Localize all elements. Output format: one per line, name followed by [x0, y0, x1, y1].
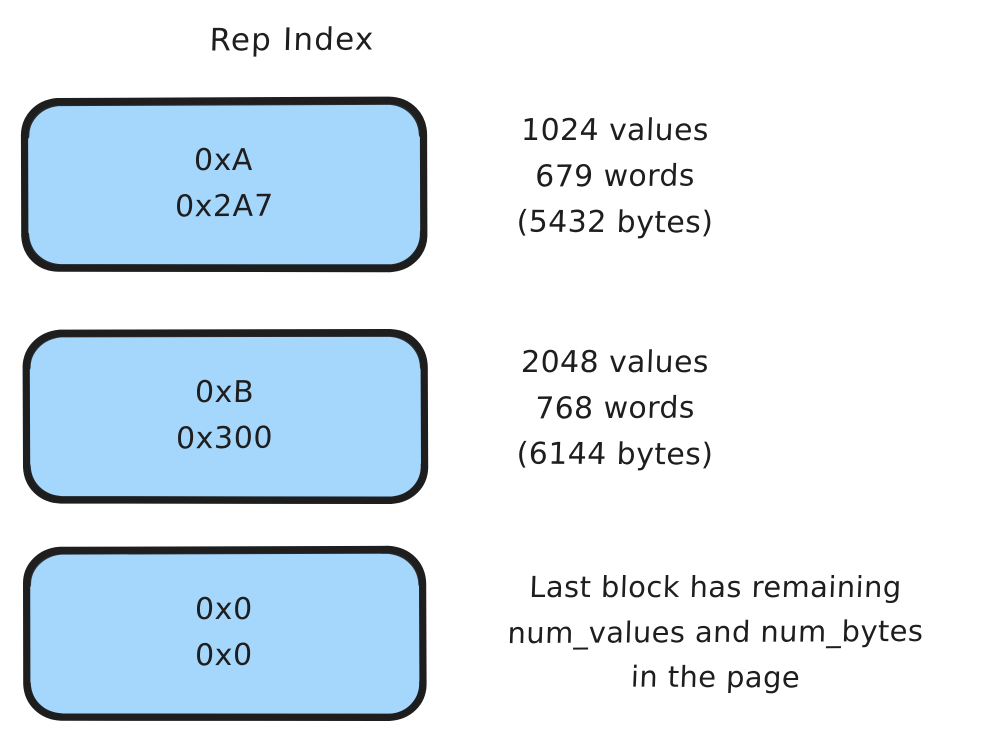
block-annotation-3: Last block has remaining num_values and … — [438, 565, 993, 700]
block-annotation-1: 1024 values 679 words (5432 bytes) — [440, 108, 790, 246]
block-annotation-2: 2048 values 768 words (6144 bytes) — [440, 340, 790, 478]
annotation-line-words: 768 words — [534, 390, 696, 427]
page-title: Rep Index — [209, 21, 375, 59]
annotation-line-values: 1024 values — [520, 113, 710, 148]
rep-index-block-1[interactable]: 0xA 0x2A7 — [20, 96, 428, 273]
block-hex-primary: 0xA — [193, 143, 255, 178]
annotation-line-3: in the page — [630, 659, 801, 695]
rep-index-block-3[interactable]: 0x0 0x0 — [22, 545, 427, 721]
rep-index-block-2[interactable]: 0xB 0x300 — [22, 329, 429, 504]
annotation-line-2: num_values and num_bytes — [507, 613, 924, 651]
block-hex-primary: 0x0 — [194, 592, 254, 627]
annotation-line-bytes: (5432 bytes) — [515, 204, 715, 241]
block-hex-secondary: 0x0 — [194, 637, 254, 674]
annotation-line-1: Last block has remaining — [528, 570, 903, 604]
block-hex-secondary: 0x300 — [175, 420, 275, 457]
annotation-line-bytes: (6144 bytes) — [515, 436, 715, 473]
annotation-line-words: 679 words — [534, 158, 696, 195]
annotation-line-values: 2048 values — [520, 345, 710, 380]
block-hex-secondary: 0x2A7 — [174, 188, 274, 225]
block-hex-primary: 0xB — [194, 375, 256, 410]
